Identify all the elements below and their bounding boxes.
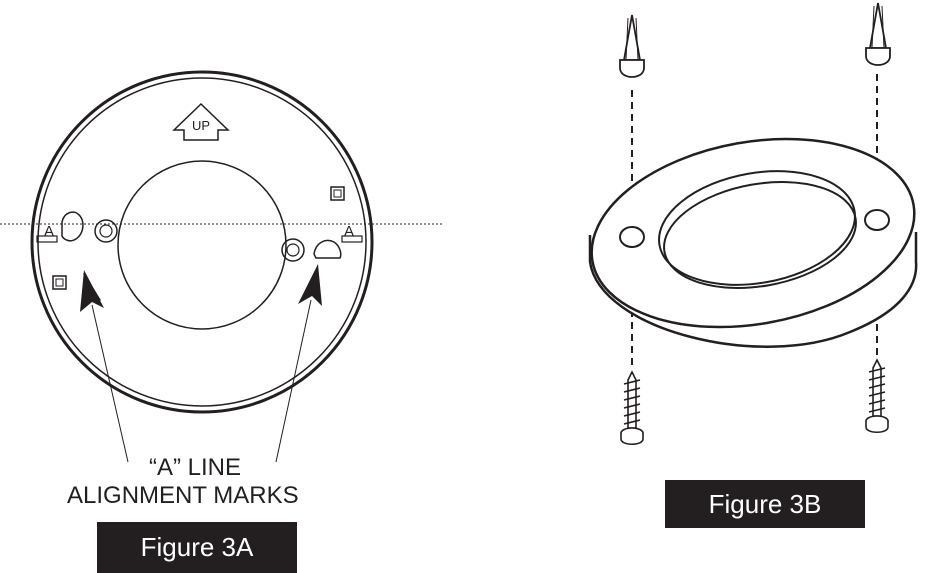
d-slot-right — [313, 239, 342, 259]
alignment-mark-left: A — [44, 223, 54, 240]
callout-line-2: ALIGNMENT MARKS — [67, 482, 299, 509]
leader-line-right — [275, 299, 312, 463]
tab-square-bottom-left — [52, 275, 67, 290]
wall-anchor-right — [865, 2, 891, 66]
tab-square-top-right — [330, 186, 345, 201]
callout-line-1: “A” LINE — [149, 454, 242, 481]
leader-line-left — [91, 304, 129, 463]
up-label: UP — [192, 118, 210, 133]
tab-square-bottom-left-inner — [55, 278, 64, 287]
screw-left — [620, 370, 644, 446]
screw-hole-right — [281, 238, 305, 262]
ring-top-surface — [590, 137, 916, 329]
ring-hole-right — [864, 209, 890, 231]
plate-center-opening — [117, 160, 287, 330]
pointer-arrow-right-head — [298, 264, 322, 306]
figure-3a-caption-text: Figure 3A — [140, 532, 254, 562]
wall-anchor-left — [619, 14, 645, 78]
screw-hole-left-inner — [99, 224, 113, 238]
ring-inner-lip — [663, 181, 857, 289]
screw-right — [865, 358, 889, 434]
screw-hole-left — [94, 219, 118, 243]
screw-hole-right-inner — [286, 243, 300, 257]
figure-3b-caption: Figure 3B — [665, 480, 865, 528]
edge-notch-right — [341, 235, 363, 243]
mounting-plate-diagram — [0, 70, 442, 414]
edge-notch-left — [36, 235, 58, 243]
ring-inner-opening — [658, 170, 856, 286]
pointer-arrow-left-head — [80, 270, 104, 312]
ring-hole-left — [619, 226, 645, 248]
plate-outer-rim — [30, 70, 374, 414]
figure-3a-caption: Figure 3A — [97, 522, 297, 573]
figure-3b-caption-text: Figure 3B — [708, 488, 822, 519]
d-slot-left — [61, 211, 84, 242]
tab-square-top-right-inner — [333, 189, 342, 198]
mounting-ring-diagram — [588, 74, 918, 370]
up-arrow-icon — [172, 102, 230, 141]
alignment-mark-right: A — [344, 223, 354, 240]
